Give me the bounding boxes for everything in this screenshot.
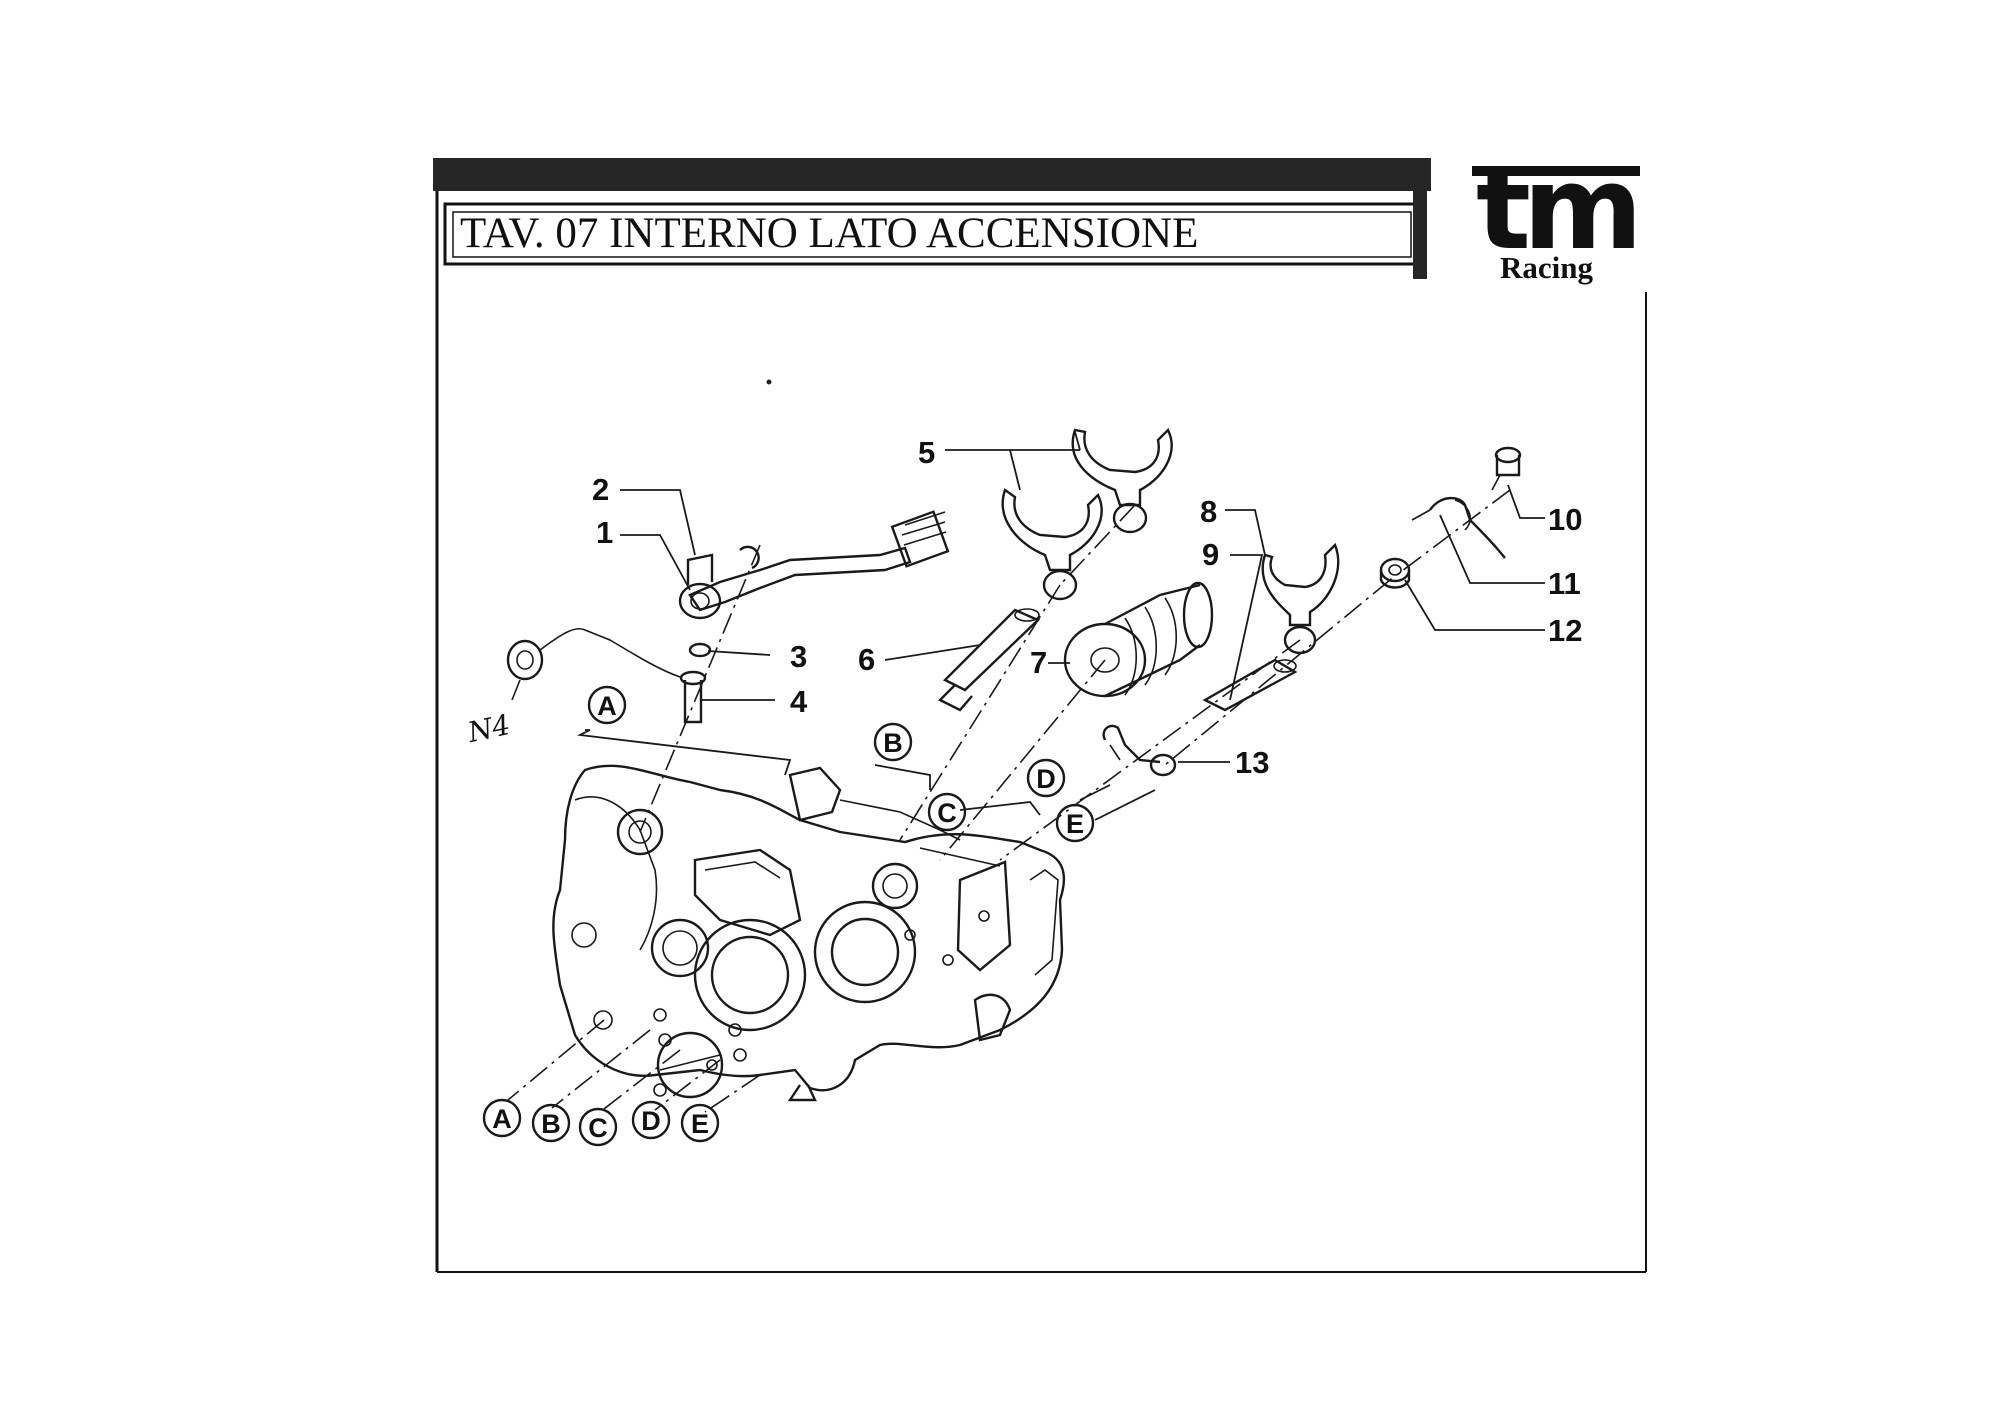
callout-10: 10 — [1548, 502, 1582, 537]
page-frame — [435, 191, 1647, 1273]
shift-fork-right — [1261, 542, 1340, 655]
callout-11: 11 — [1548, 566, 1581, 601]
reference-letters-upper: A B C D E — [587, 685, 1095, 843]
ref-circle-e-top — [1055, 803, 1095, 843]
handwritten-note: N4 — [464, 708, 513, 749]
scan-speck — [766, 379, 772, 385]
gear-shift-lever — [678, 510, 950, 620]
callout-4: 4 — [790, 684, 808, 719]
shift-forks — [1001, 427, 1173, 601]
shift-drum — [1063, 581, 1214, 698]
ref-letter-c-top: C — [937, 798, 957, 828]
fork-shaft-right — [1202, 658, 1298, 712]
callout-6: 6 — [858, 642, 875, 677]
callout-5: 5 — [918, 435, 935, 470]
ref-circle-a-bottom — [482, 1098, 522, 1138]
ref-circle-a-top — [587, 685, 627, 725]
callout-1: 1 — [596, 515, 613, 550]
callout-12: 12 — [1548, 613, 1582, 648]
logo-subtitle: Racing — [1500, 250, 1594, 285]
lock-plate — [1102, 724, 1177, 777]
tm-racing-logo: tm Racing — [1472, 142, 1643, 285]
ref-circle-e-bottom — [680, 1103, 720, 1143]
assembly-axis-lines — [507, 489, 1511, 1113]
ref-letter-b-bottom: B — [541, 1109, 561, 1139]
ref-circle-d-bottom — [631, 1100, 671, 1140]
fork-shaft-left — [937, 608, 1041, 712]
ref-circle-d-top — [1026, 758, 1066, 798]
ref-circle-c-top — [927, 792, 967, 832]
ref-letter-e-bottom: E — [691, 1109, 709, 1139]
bushing — [1379, 557, 1411, 589]
ref-letter-e-top: E — [1066, 809, 1084, 839]
ref-letter-a-top: A — [597, 691, 617, 721]
crankcase-drawing — [552, 764, 1066, 1102]
spring — [1411, 496, 1506, 559]
page-title: TAV. 07 INTERNO LATO ACCENSIONE — [460, 210, 1198, 257]
callout-7: 7 — [1030, 645, 1047, 680]
callout-8: 8 — [1200, 494, 1217, 529]
bolt — [679, 670, 707, 724]
callout-numbers: 2 1 3 4 5 6 7 8 9 10 11 12 13 — [592, 435, 1582, 780]
ref-letter-d-bottom: D — [641, 1106, 661, 1136]
ref-letter-d-top: D — [1036, 764, 1056, 794]
ref-circle-b-bottom — [531, 1103, 571, 1143]
ref-letter-c-bottom: C — [588, 1113, 608, 1143]
reference-letters-lower: A B C D E — [482, 1098, 720, 1147]
ref-letter-a-bottom: A — [492, 1104, 512, 1134]
header-banner: TAV. 07 INTERNO LATO ACCENSIONE — [433, 158, 1431, 279]
ref-letter-b-top: B — [883, 728, 903, 758]
callout-9: 9 — [1202, 537, 1219, 572]
logo-mark: tm — [1476, 142, 1635, 276]
ref-circle-b-top — [873, 722, 913, 762]
ref-circle-c-bottom — [578, 1107, 618, 1147]
screw — [1491, 446, 1522, 491]
sensor-wire — [506, 628, 681, 701]
circlip — [739, 545, 760, 570]
callout-3: 3 — [790, 639, 807, 674]
callout-leaders — [576, 431, 1545, 821]
callout-13: 13 — [1235, 745, 1269, 780]
washer — [688, 642, 712, 658]
callout-2: 2 — [592, 472, 609, 507]
